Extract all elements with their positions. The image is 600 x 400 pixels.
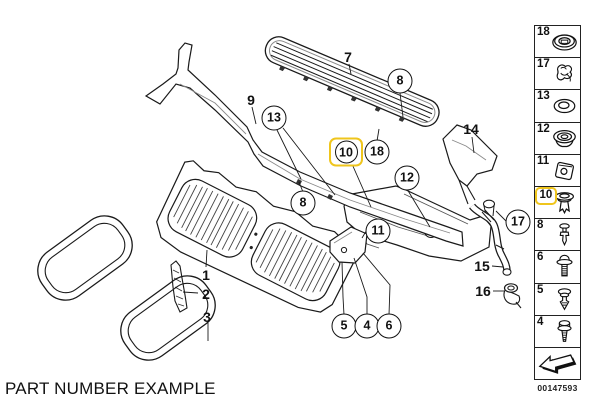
sidebar-part-number-label: 8 [537, 219, 544, 232]
callout-5[interactable]: 5 [331, 313, 357, 339]
grille-bracket-drawing [329, 226, 368, 264]
sidebar-part-number-label: 6 [537, 251, 544, 264]
sidebar-part-number-label: 11 [537, 154, 550, 167]
footer-label: PART NUMBER EXAMPLE [5, 379, 216, 398]
sidebar-part-8[interactable]: 8 [535, 219, 580, 252]
callout-6[interactable]: 6 [376, 313, 402, 339]
expansion-rivet-icon [559, 223, 570, 246]
corner-trim-drawing [442, 124, 498, 205]
callout-12[interactable]: 12 [394, 165, 420, 191]
callout-3[interactable]: 3 [203, 309, 211, 325]
highlighted-part-number: 10 [334, 140, 358, 164]
sidebar-part-number-label: 17 [537, 58, 550, 71]
sidebar-part-6[interactable]: 6 [535, 251, 580, 284]
callout-9[interactable]: 9 [247, 92, 255, 108]
sidebar-part-number-label: 18 [537, 26, 550, 38]
doc-number: 00147593 [537, 383, 578, 393]
washer-hose-drawing [469, 203, 512, 276]
trim-strip-drawing [170, 260, 188, 313]
parts-sidebar: 18 17 13 12 11 10 8 6 5 4 [534, 25, 581, 380]
front-grille-drawing [156, 160, 354, 313]
callout-2[interactable]: 2 [202, 286, 210, 302]
callout-10[interactable]: 10 [329, 137, 363, 167]
flange-screw-icon [556, 255, 573, 277]
sidebar-part-number-label: 4 [537, 315, 544, 328]
cowl-panel-drawing [144, 42, 464, 247]
sidebar-part-number-label: 13 [537, 90, 550, 103]
washer-icon [553, 99, 576, 114]
callout-8-top[interactable]: 8 [387, 68, 413, 94]
sidebar-part-number-label: 10 [535, 186, 557, 205]
callout-14[interactable]: 14 [463, 121, 479, 137]
sidebar-part-5[interactable]: 5 [535, 283, 580, 316]
spring-clip-icon [556, 64, 573, 83]
hood-grille-strip-drawing [264, 36, 440, 127]
kidney-frame-drawing [37, 215, 216, 361]
grommet-icon [553, 129, 576, 147]
callout-13[interactable]: 13 [261, 105, 287, 131]
sidebar-part-number-label: 12 [537, 122, 550, 135]
sidebar-part-10[interactable]: 10 [535, 186, 580, 220]
callout-11[interactable]: 11 [365, 218, 391, 244]
sidebar-part-11[interactable]: 11 [535, 154, 580, 187]
nut-clip-icon [554, 161, 575, 181]
direction-arrow-icon [539, 354, 578, 375]
washer-nozzle-drawing [503, 283, 522, 309]
leader-lines [182, 63, 508, 341]
sidebar-part-number-label: 5 [537, 283, 544, 296]
hose-connector-drawing [482, 199, 496, 217]
sidebar-part-13[interactable]: 13 [535, 90, 580, 123]
callout-7[interactable]: 7 [344, 49, 352, 65]
sidebar-part-4[interactable]: 4 [535, 315, 580, 348]
rivet-icon [557, 287, 572, 310]
callout-8-mid[interactable]: 8 [290, 190, 316, 216]
callout-16[interactable]: 16 [475, 283, 491, 299]
sidebar-part-12[interactable]: 12 [535, 122, 580, 155]
screw-icon [557, 319, 572, 342]
callout-1[interactable]: 1 [202, 267, 210, 283]
callout-15[interactable]: 15 [474, 258, 490, 274]
sidebar-part-17[interactable]: 17 [535, 58, 580, 91]
callout-17[interactable]: 17 [505, 209, 531, 235]
sidebar-part-18[interactable]: 18 [535, 26, 580, 59]
sidebar-direction-cell[interactable] [535, 347, 580, 380]
callout-18[interactable]: 18 [364, 139, 390, 165]
grommet-cap-icon [552, 34, 577, 51]
